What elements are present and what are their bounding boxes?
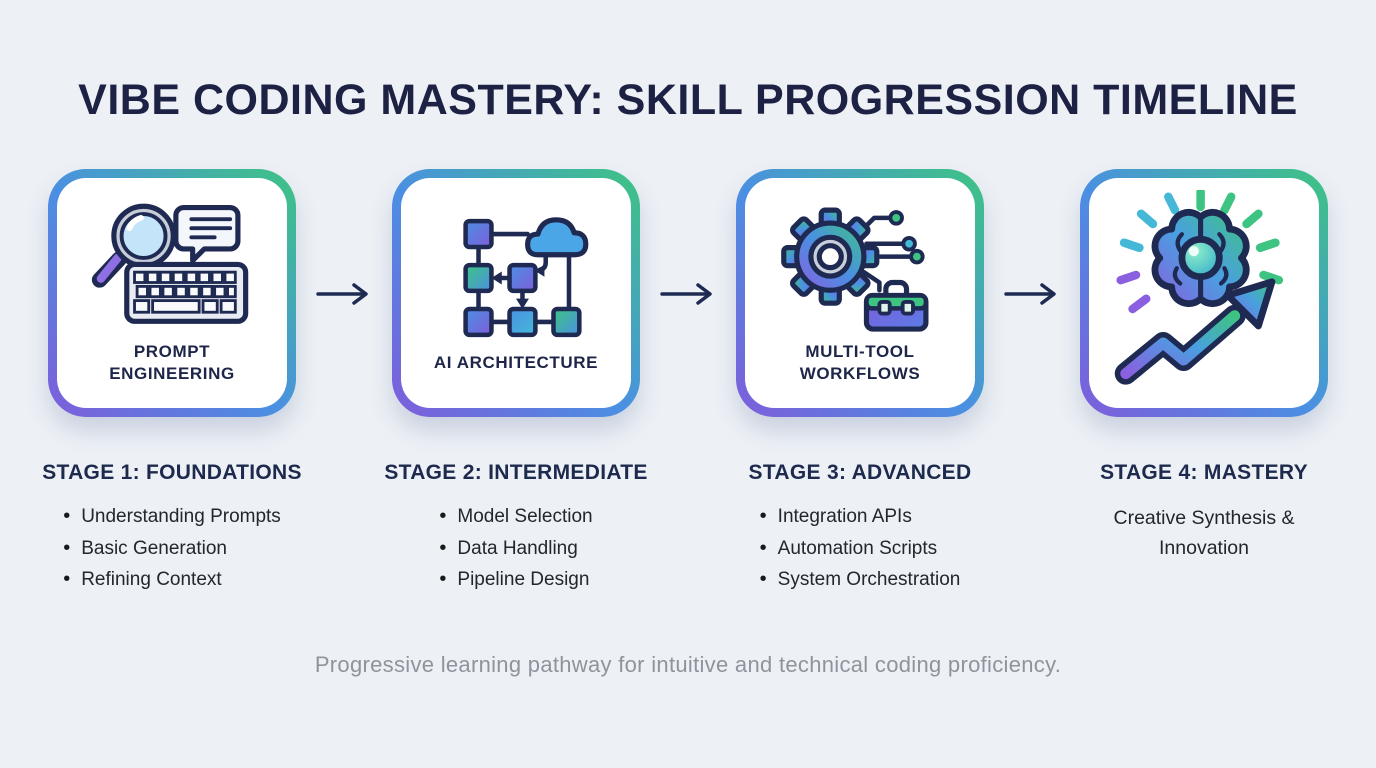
card-label: MULTI-TOOL WORKFLOWS [799, 341, 921, 383]
bullet-list: Understanding Prompts Basic Generation R… [63, 501, 281, 596]
magnifier-keyboard-chat-icon [91, 203, 249, 324]
stage-heading: STAGE 3: ADVANCED [748, 461, 972, 484]
card-label: AI ARCHITECTURE [433, 352, 599, 372]
page-title: VIBE CODING MASTERY: SKILL PROGRESSION T… [78, 76, 1298, 124]
stage-card-1: PROMPT ENGINEERING [48, 169, 296, 417]
right-arrow-icon [660, 283, 712, 305]
stage-column-1: PROMPT ENGINEERING STAGE 1: FOUNDATIONS … [28, 169, 316, 596]
stage-card-2: AI ARCHITECTURE [392, 169, 640, 417]
bullet-item: System Orchestration [760, 564, 961, 596]
stage-card-4 [1080, 169, 1328, 417]
bullet-item: Automation Scripts [760, 533, 961, 565]
connector-arrow [1004, 281, 1060, 307]
footer-caption: Progressive learning pathway for intuiti… [314, 651, 1062, 677]
bullet-item: Refining Context [63, 564, 281, 596]
stage-heading: STAGE 1: FOUNDATIONS [42, 461, 302, 484]
bullet-item: Data Handling [439, 533, 592, 565]
gear-circuit-toolbox-icon [781, 207, 929, 332]
stage-column-2: AI ARCHITECTURE STAGE 2: INTERMEDIATE Mo… [372, 169, 660, 596]
bullet-item: Model Selection [439, 501, 592, 533]
connector-arrow [316, 281, 372, 307]
card-label: PROMPT ENGINEERING [109, 341, 235, 383]
bullet-item: Integration APIs [760, 501, 961, 533]
right-arrow-icon [1004, 283, 1056, 305]
stage-column-3: MULTI-TOOL WORKFLOWS STAGE 3: ADVANCED I… [716, 169, 1004, 596]
stage-note: Creative Synthesis & Innovation [1113, 507, 1295, 560]
bullet-item: Basic Generation [63, 533, 281, 565]
flowchart-cloud-icon [463, 217, 589, 338]
brain-growth-arrow-icon [1114, 190, 1284, 385]
bullet-list: Model Selection Data Handling Pipeline D… [439, 501, 592, 596]
stage-card-3: MULTI-TOOL WORKFLOWS [736, 169, 984, 417]
bullet-list: Integration APIs Automation Scripts Syst… [760, 501, 961, 596]
bullet-item: Pipeline Design [439, 564, 592, 596]
bullet-item: Understanding Prompts [63, 501, 281, 533]
stages-row: PROMPT ENGINEERING STAGE 1: FOUNDATIONS … [0, 169, 1376, 596]
stage-heading: STAGE 4: MASTERY [1100, 461, 1308, 484]
right-arrow-icon [316, 283, 368, 305]
connector-arrow [660, 281, 716, 307]
stage-column-4: STAGE 4: MASTERY Creative Synthesis & In… [1060, 169, 1348, 563]
stage-heading: STAGE 2: INTERMEDIATE [384, 461, 648, 484]
